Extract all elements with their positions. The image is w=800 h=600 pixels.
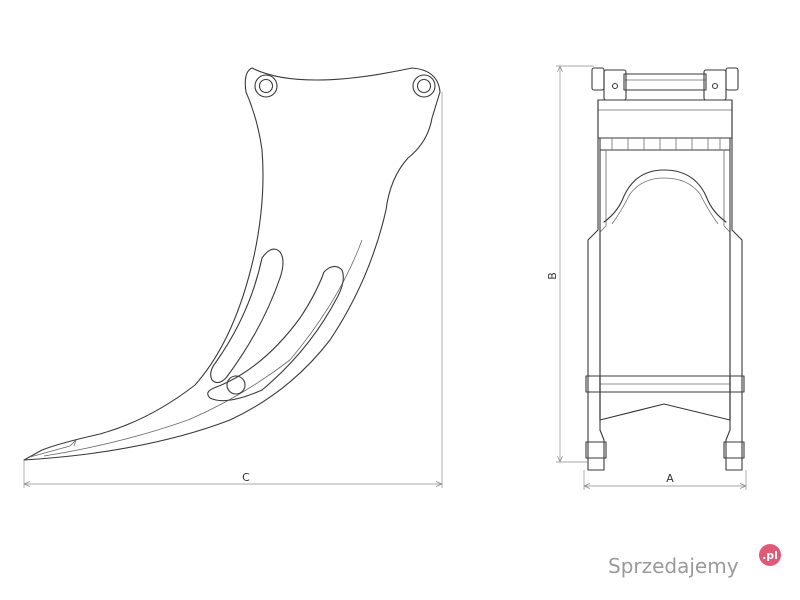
mounting-hole-right <box>412 74 436 98</box>
watermark-badge-icon <box>759 544 781 566</box>
watermark-badge-text: .pl <box>762 549 778 562</box>
dimension-a: A <box>583 472 747 489</box>
ripper-shank-outline <box>23 67 441 461</box>
upper-crossbar <box>599 137 731 151</box>
bottom-v-plate <box>599 391 731 421</box>
ripper-inner-edge <box>43 239 363 457</box>
mounting-hole-left <box>254 74 278 98</box>
ripper-front-view <box>556 65 747 490</box>
top-shaft <box>623 73 707 91</box>
dimension-b: B <box>546 65 563 463</box>
shank-pin <box>226 375 246 395</box>
left-side-plate <box>587 99 605 471</box>
sprzedajemy-watermark: Sprzedajemy .pl <box>608 544 781 578</box>
dimension-a-label: A <box>666 472 674 485</box>
dimension-c: C <box>23 471 443 487</box>
ripper-tip-detail <box>29 439 77 458</box>
slot-right <box>207 265 344 402</box>
dimension-b-label: B <box>546 272 559 280</box>
dimension-c-label: C <box>242 471 250 484</box>
inner-arch <box>603 169 727 223</box>
right-side-plate <box>725 99 743 471</box>
watermark-text: Sprzedajemy <box>608 554 739 578</box>
ripper-side-view <box>23 67 443 488</box>
slot-left <box>210 248 284 384</box>
